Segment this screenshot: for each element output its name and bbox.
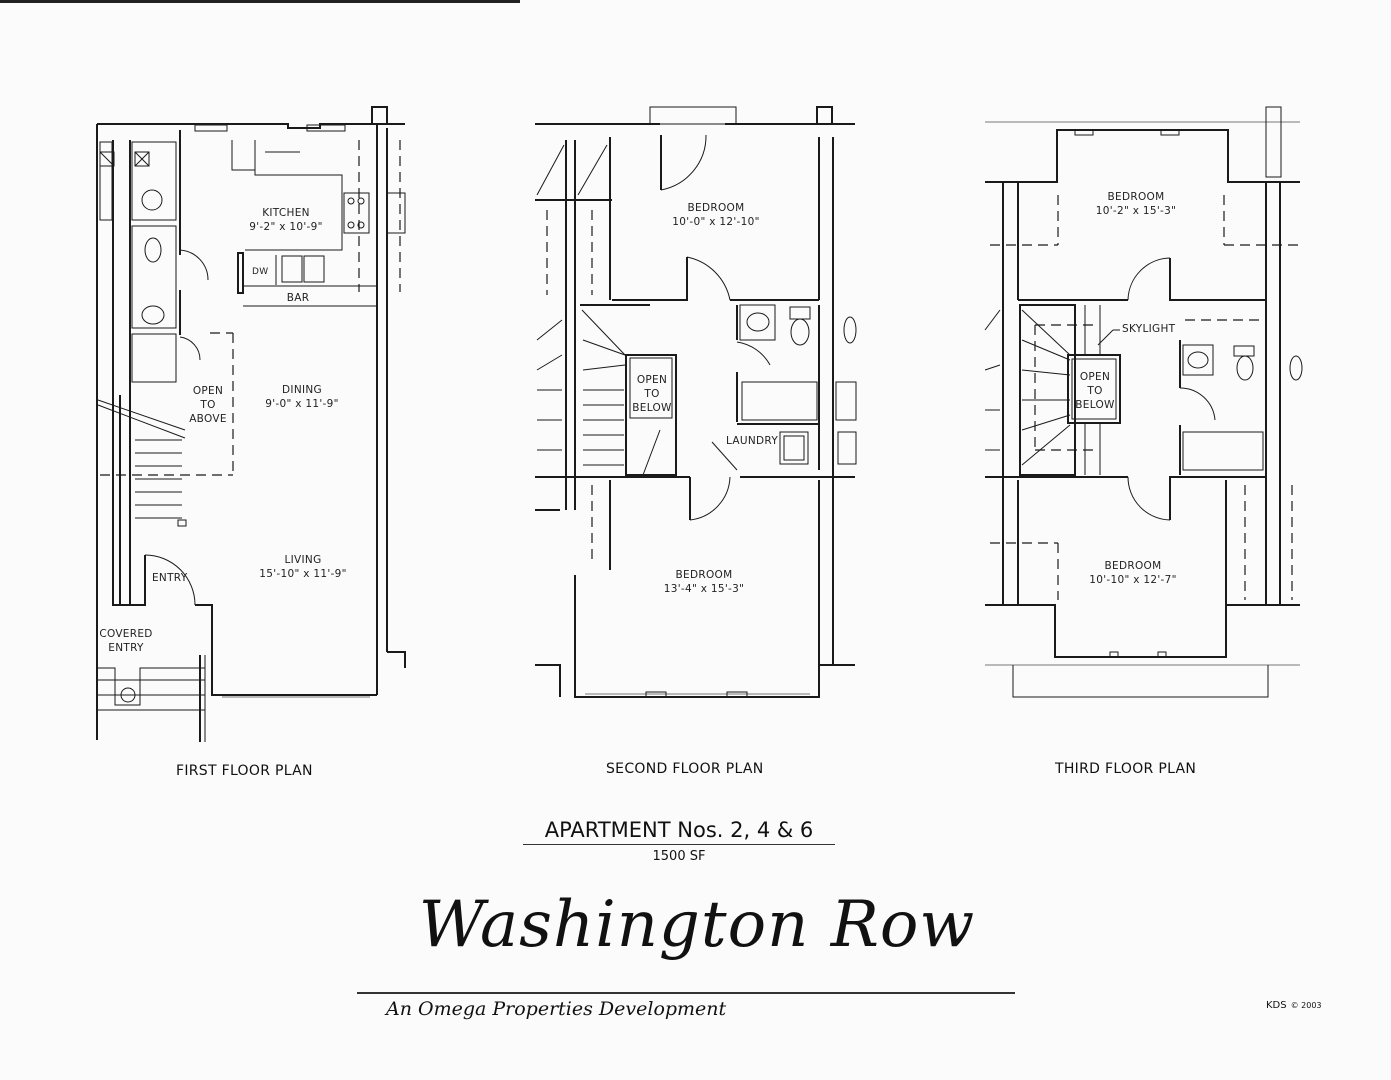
room-size-bedroom-2a: 10'-0" x 12'-10" xyxy=(672,216,760,228)
open-to-above-line1: OPEN xyxy=(192,385,224,397)
label-dishwasher: DW xyxy=(252,267,269,277)
open-to-below-line1: OPEN xyxy=(636,374,668,386)
label-skylight: SKYLIGHT xyxy=(1122,323,1176,335)
brand-name: Washington Row xyxy=(418,888,976,962)
room-size-bedroom-3b: 10'-10" x 12'-7" xyxy=(1089,574,1177,586)
apartment-title: APARTMENT Nos. 2, 4 & 6 xyxy=(523,818,835,845)
open-to-above-line2: TO xyxy=(200,399,216,411)
room-name-bedroom-3b: BEDROOM xyxy=(1104,560,1162,572)
room-size-bedroom-3a: 10'-2" x 15'-3" xyxy=(1095,205,1177,217)
room-name-kitchen: KITCHEN xyxy=(262,207,310,219)
open-to-below-3-line3: BELOW xyxy=(1075,399,1115,411)
label-bar: BAR xyxy=(286,292,310,304)
room-size-bedroom-2b: 13'-4" x 15'-3" xyxy=(663,583,745,595)
room-size-living: 15'-10" x 11'-9" xyxy=(259,568,347,580)
open-to-below-3-line2: TO xyxy=(1087,385,1103,397)
room-name-bedroom-3a: BEDROOM xyxy=(1107,191,1165,203)
credit: KDS© 2003 xyxy=(1266,1000,1322,1011)
label-entry: ENTRY xyxy=(152,572,188,584)
covered-entry-line1: COVERED xyxy=(99,628,153,640)
brand-divider xyxy=(357,992,1015,994)
brand-tagline: An Omega Properties Development xyxy=(386,998,727,1020)
open-to-below-line2: TO xyxy=(644,388,660,400)
label-laundry: LAUNDRY xyxy=(726,435,779,447)
third-floor-plan-title: THIRD FLOOR PLAN xyxy=(1055,761,1197,777)
room-size-dining: 9'-0" x 11'-9" xyxy=(265,398,339,410)
room-name-dining: DINING xyxy=(282,384,322,396)
open-to-below-line3: BELOW xyxy=(632,402,672,414)
room-name-bedroom-2a: BEDROOM xyxy=(687,202,745,214)
scan-edge-artifact xyxy=(0,0,520,3)
room-name-living: LIVING xyxy=(284,554,322,566)
room-size-kitchen: 9'-2" x 10'-9" xyxy=(249,221,323,233)
apartment-area: 1500 SF xyxy=(652,849,706,864)
first-floor-plan-title: FIRST FLOOR PLAN xyxy=(176,763,313,779)
open-to-below-3-line1: OPEN xyxy=(1079,371,1111,383)
credit-year: © 2003 xyxy=(1290,1001,1322,1010)
open-to-above-line3: ABOVE xyxy=(189,413,227,425)
credit-initials: KDS xyxy=(1266,1000,1287,1011)
covered-entry-line2: ENTRY xyxy=(108,642,144,654)
second-floor-plan-title: SECOND FLOOR PLAN xyxy=(606,761,764,777)
room-name-bedroom-2b: BEDROOM xyxy=(675,569,733,581)
